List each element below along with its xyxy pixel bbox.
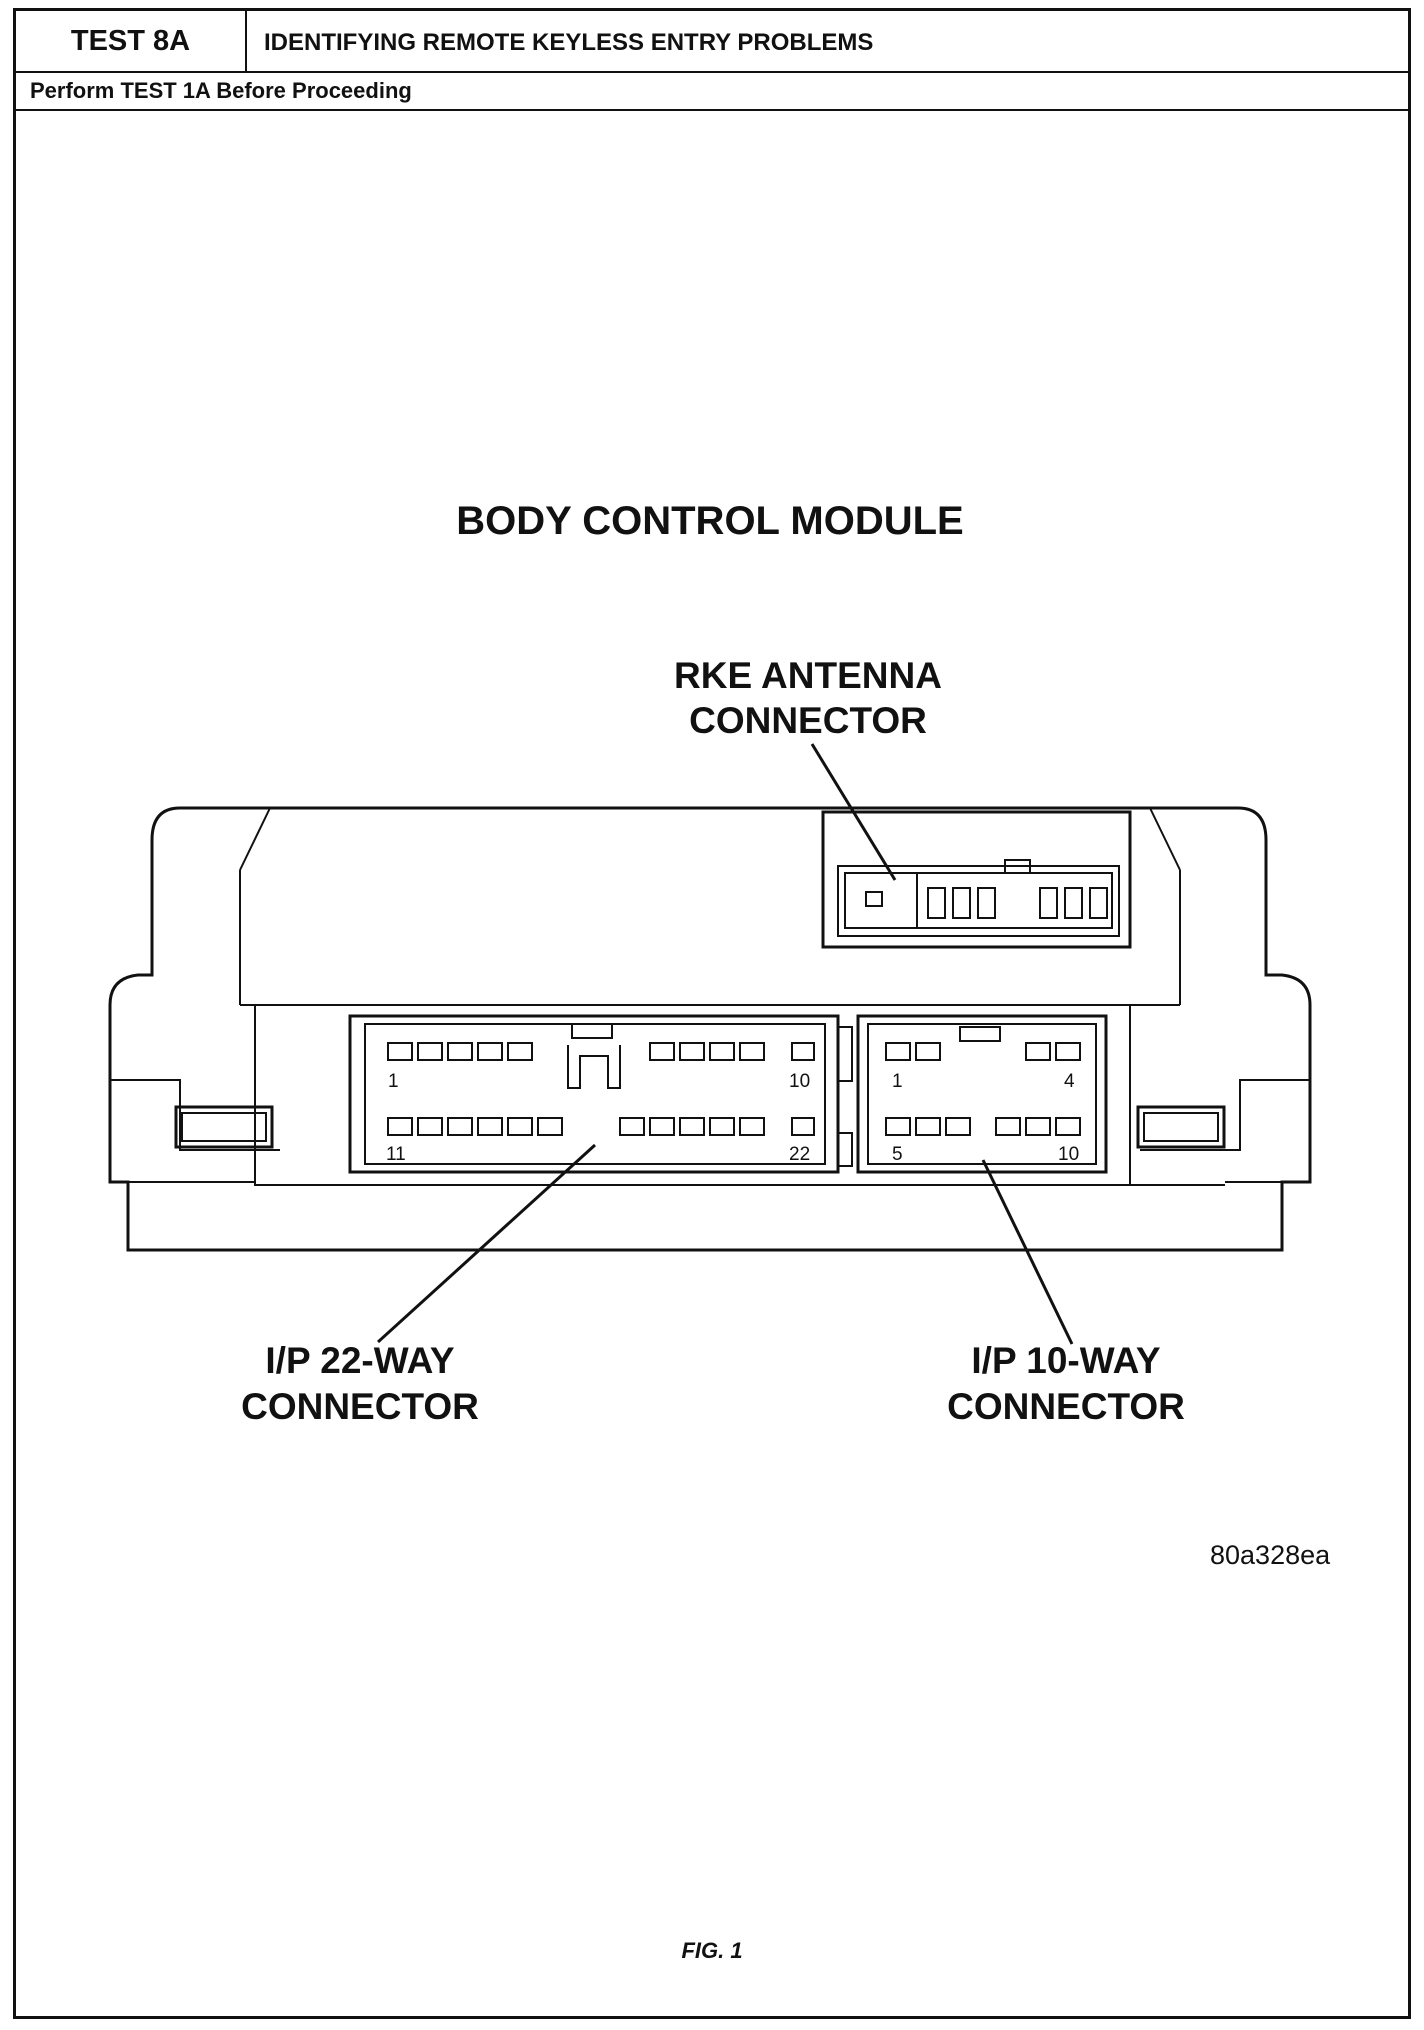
figure-caption: FIG. 1 xyxy=(681,1938,743,1963)
left-latch xyxy=(174,1105,274,1149)
right-latch xyxy=(1136,1105,1226,1149)
pin10-label-10: 10 xyxy=(1058,1144,1079,1165)
test-label: TEST 8A xyxy=(16,11,247,71)
ip10-connector: 1 4 5 10 xyxy=(856,1014,1108,1174)
pin-label-22: 22 xyxy=(789,1144,810,1165)
rke-label-line2: CONNECTOR xyxy=(689,700,927,741)
ip22-connector: 1 10 11 22 xyxy=(348,1014,853,1174)
pin10-label-5: 5 xyxy=(892,1144,903,1165)
pin-label-11: 11 xyxy=(386,1144,406,1165)
subheader-text: Perform TEST 1A Before Proceeding xyxy=(30,78,412,103)
page-frame: TEST 8A IDENTIFYING REMOTE KEYLESS ENTRY… xyxy=(13,8,1411,2019)
ip22-label-line1: I/P 22-WAY xyxy=(265,1340,455,1381)
diagram-title: BODY CONTROL MODULE xyxy=(456,499,963,543)
rke-label-line1: RKE ANTENNA xyxy=(674,655,942,696)
figure-code: 80a328ea xyxy=(1210,1540,1331,1570)
subheader-bar: Perform TEST 1A Before Proceeding xyxy=(16,73,1408,111)
ip10-label-line2: CONNECTOR xyxy=(947,1386,1185,1427)
ip10-leader-line xyxy=(981,1159,1074,1345)
rke-leader-line xyxy=(810,743,897,881)
ip10-label-line1: I/P 10-WAY xyxy=(971,1340,1161,1381)
pin-label-1: 1 xyxy=(388,1071,399,1092)
header-bar: TEST 8A IDENTIFYING REMOTE KEYLESS ENTRY… xyxy=(16,11,1408,73)
pin10-label-1: 1 xyxy=(892,1071,903,1092)
module-housing xyxy=(108,806,1312,1252)
pin10-label-4: 4 xyxy=(1064,1071,1075,1092)
ip22-leader-line xyxy=(376,1143,597,1344)
pin-label-10: 10 xyxy=(789,1071,810,1092)
header-title: IDENTIFYING REMOTE KEYLESS ENTRY PROBLEM… xyxy=(264,29,874,56)
ip22-label-line2: CONNECTOR xyxy=(241,1386,479,1427)
rke-antenna-connector xyxy=(821,810,1132,949)
